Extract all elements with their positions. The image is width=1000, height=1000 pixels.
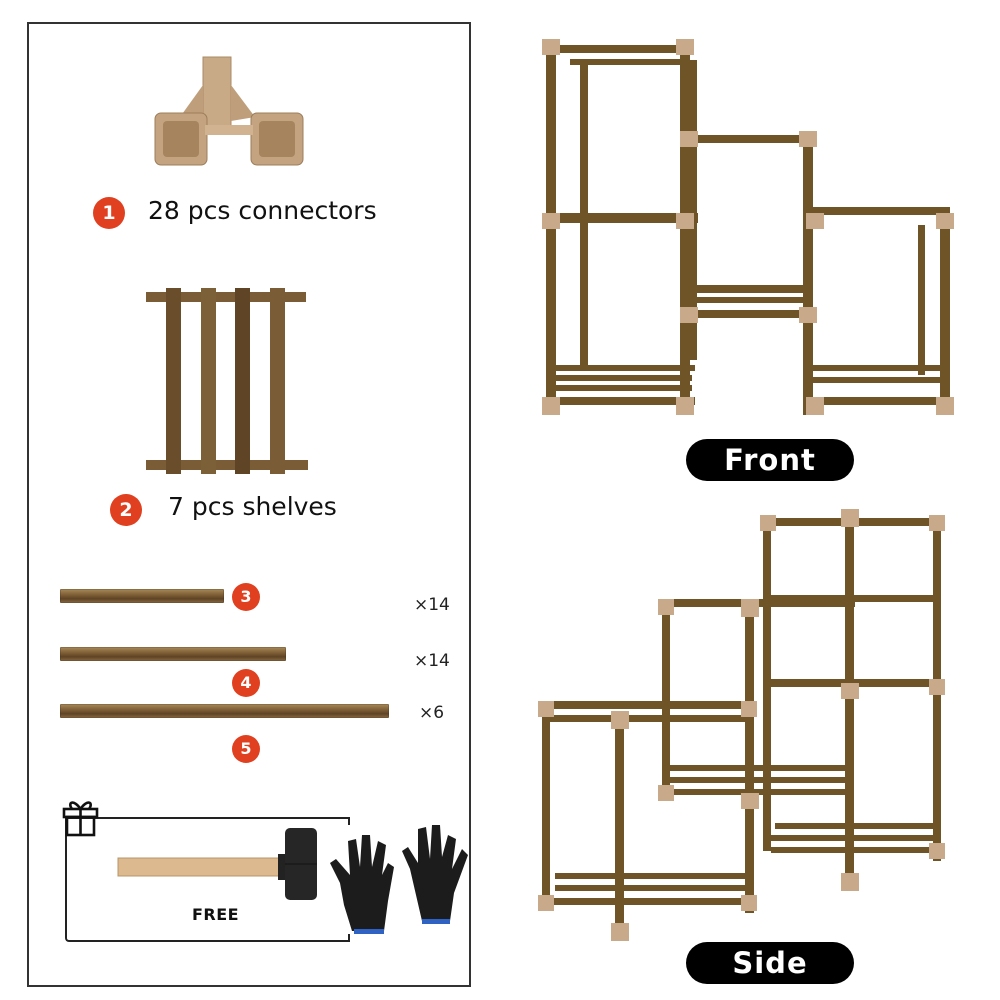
rod-quantity-4: ×14 [414,651,450,671]
medium-rod-image [60,647,286,661]
free-gift-box [65,817,350,942]
gloves-image [330,825,468,934]
part-number-badge-2: 2 [110,494,142,526]
part-number-badge-4: 4 [232,669,260,697]
rod-quantity-5: ×6 [419,703,445,723]
part-number-badge-5: 5 [232,735,260,763]
connector-image [154,56,304,166]
parts-list-panel [27,22,471,987]
part-number-badge-1: 1 [93,197,125,229]
part-label-connectors: 28 pcs connectors [148,196,377,225]
short-rod-image [60,589,224,603]
shelf-image [146,288,308,474]
long-rod-image [60,704,389,718]
front-view-label: Front [686,439,854,481]
front-view-image [542,39,954,415]
part-number-badge-3: 3 [232,583,260,611]
gift-icon [62,801,99,837]
side-view-label: Side [686,942,854,984]
part-label-shelves: 7 pcs shelves [168,492,337,521]
rod-quantity-3: ×14 [414,595,450,615]
free-label: FREE [192,905,240,924]
mallet-image [117,828,317,900]
side-view-image [538,509,945,941]
